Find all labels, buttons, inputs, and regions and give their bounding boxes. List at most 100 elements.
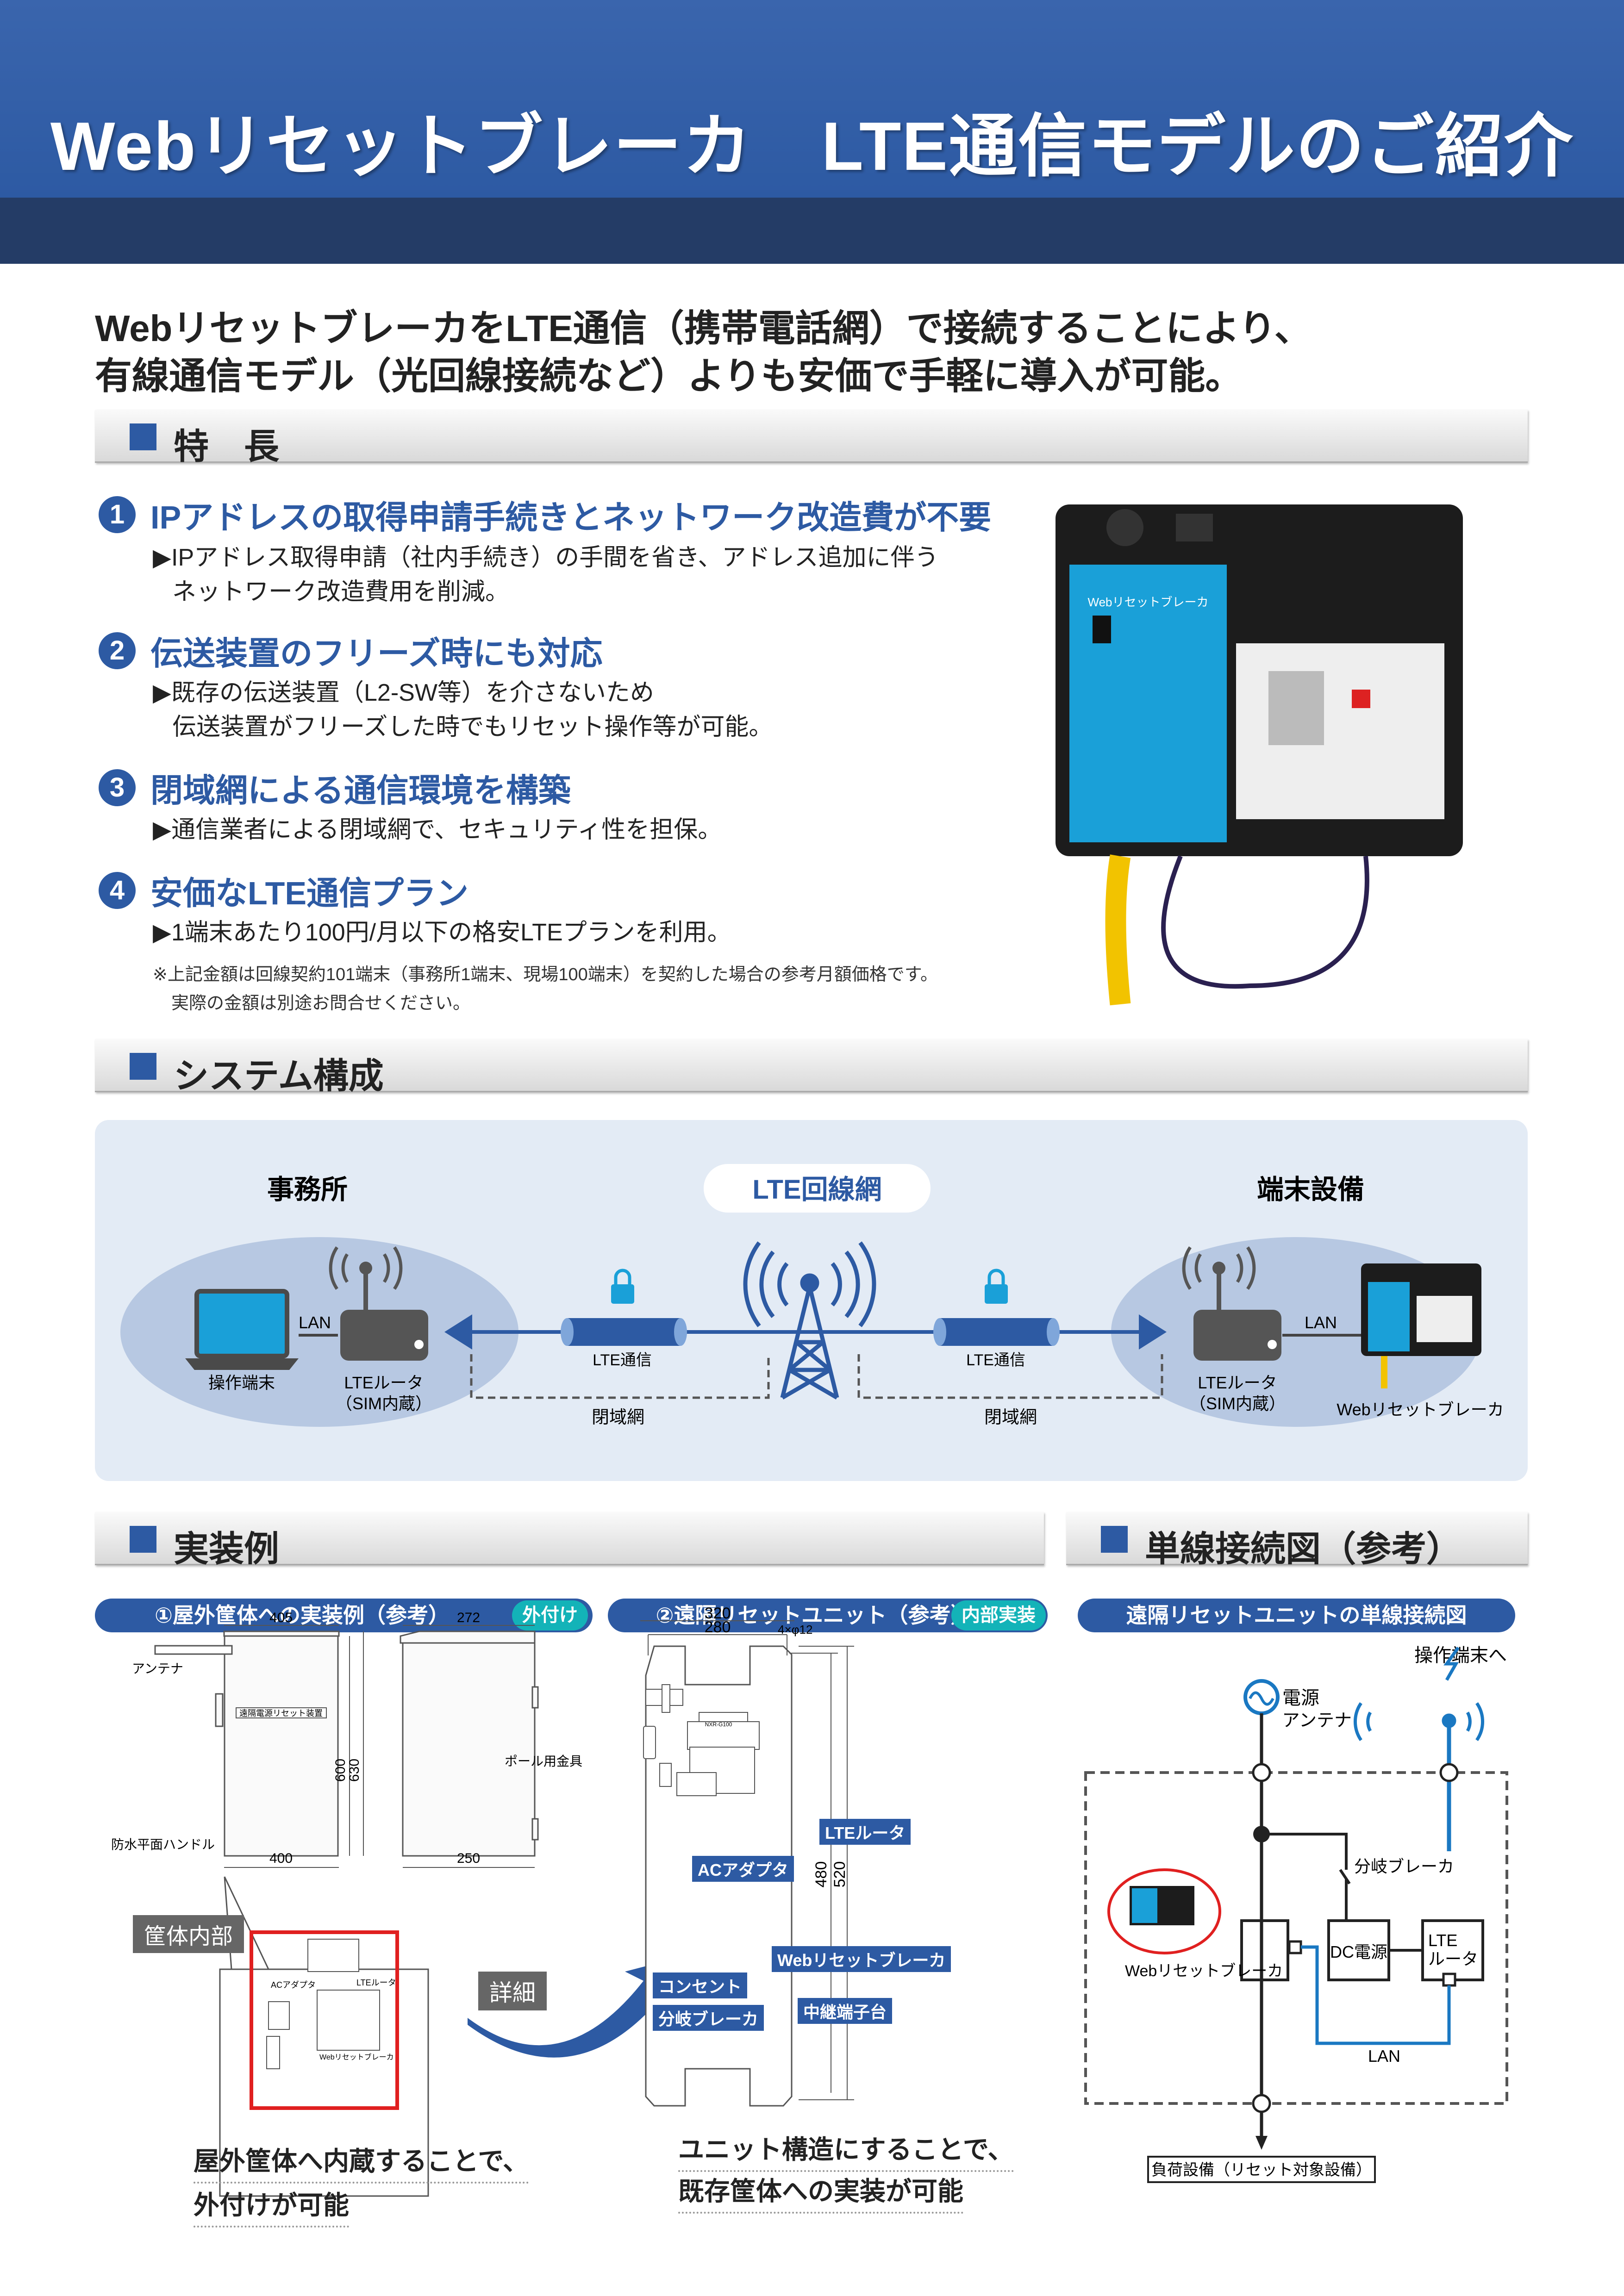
dim-630: 630 bbox=[347, 1759, 362, 1782]
lan-label: LAN bbox=[299, 1313, 331, 1332]
breaker-photo bbox=[1361, 1263, 1481, 1388]
antenna-label: アンテナ bbox=[132, 1661, 183, 1676]
section-system: システム構成 bbox=[95, 1039, 1528, 1096]
section-title: 実装例 bbox=[174, 1530, 279, 1569]
detail-label: 詳細 bbox=[478, 1972, 547, 2010]
closed-net-label: 閉域網 bbox=[592, 1408, 644, 1427]
router-label: LTEルータ bbox=[1198, 1373, 1277, 1392]
outlet-label: コンセント bbox=[653, 1972, 748, 1998]
antenna-label: アンテナ bbox=[1282, 1711, 1352, 1730]
plate-label: 遠隔電源リセット装置 bbox=[239, 1709, 323, 1718]
closed-net-label: 閉域網 bbox=[984, 1408, 1037, 1427]
network-label: LTE回線網 bbox=[752, 1175, 881, 1205]
section-title: システム構成 bbox=[174, 1057, 384, 1096]
lte-router-label: LTEルータ bbox=[819, 1819, 911, 1845]
lte-tube bbox=[561, 1318, 687, 1346]
section-wiring: 単線接続図（参考） bbox=[1066, 1512, 1528, 1569]
lock-icon bbox=[611, 1269, 634, 1304]
feature-number: 2 bbox=[99, 632, 136, 669]
router-icon bbox=[1182, 1246, 1281, 1361]
example1-caption: 外付けが可能 bbox=[194, 2184, 349, 2228]
router-label: ルータ bbox=[1428, 1949, 1478, 1968]
section-install: 実装例 bbox=[95, 1512, 1044, 1569]
feature-desc: ▶1端末あたり100円/月以下の格安LTEプランを利用。 bbox=[153, 919, 731, 946]
to-terminal-label: 操作端末へ bbox=[1414, 1645, 1507, 1666]
header-subband bbox=[0, 198, 1624, 264]
example2-title: ②遠隔リセットユニット（参考） bbox=[656, 1603, 972, 1627]
section-title: 単線接続図（参考） bbox=[1145, 1530, 1462, 1569]
cell-tower-icon bbox=[743, 1241, 876, 1400]
price-note: ※上記金額は回線契約101端末（事務所1端末、現場100端末）を契約した場合の参… bbox=[153, 965, 938, 984]
feature-desc: ▶既存の伝送装置（L2-SW等）を介さないため bbox=[153, 679, 654, 706]
example2-caption: ユニット構造にすることで、 bbox=[678, 2129, 1014, 2172]
feature-title: 安価なLTE通信プラン bbox=[150, 875, 469, 911]
dim-400: 400 bbox=[269, 1851, 293, 1866]
branch-breaker-label: 分岐ブレーカ bbox=[653, 2005, 764, 2031]
lte-comm-label: LTE通信 bbox=[593, 1351, 652, 1369]
lan-label: LAN bbox=[1305, 1313, 1337, 1332]
example1-caption: 屋外筐体へ内蔵することで、 bbox=[194, 2140, 529, 2184]
feature-desc: ▶IPアドレス取得申請（社内手続き）の手間を省き、アドレス追加に伴う bbox=[153, 544, 939, 571]
example2-header: ②遠隔リセットユニット（参考）内部実装 bbox=[608, 1599, 1048, 1632]
intro-line-2: 有線通信モデル（光回線接続など）よりも安価で手軽に導入が可能。 bbox=[95, 355, 1243, 397]
breaker-label: Webリセットブレーカ bbox=[1337, 1400, 1504, 1419]
intro-line-1: WebリセットブレーカをLTE通信（携帯電話網）で接続することにより、 bbox=[95, 308, 1312, 349]
office-label: 事務所 bbox=[267, 1175, 348, 1205]
dim-250: 250 bbox=[457, 1851, 480, 1866]
handle-label: 防水平面ハンドル bbox=[111, 1837, 215, 1852]
feature-desc: 伝送装置がフリーズした時でもリセット操作等が可能。 bbox=[172, 714, 773, 740]
example1-title: ①屋外筐体への実装例（参考） bbox=[155, 1603, 450, 1627]
laptop-icon bbox=[185, 1289, 299, 1370]
router-model: NXR-G100 bbox=[705, 1721, 732, 1728]
product-photo: Webリセットブレーカ bbox=[1056, 504, 1463, 1006]
wiring-header: 遠隔リセットユニットの単線接続図 bbox=[1078, 1599, 1515, 1632]
inner-adapter-label: ACアダプタ bbox=[271, 1980, 316, 1990]
lte-tube bbox=[933, 1318, 1060, 1346]
price-note: 実際の金額は別途お問合せください。 bbox=[171, 994, 471, 1013]
feature-desc: ネットワーク改造費用を削減。 bbox=[172, 579, 510, 605]
dim-480: 480 bbox=[812, 1861, 830, 1888]
feature-number: 1 bbox=[99, 496, 136, 533]
square-icon bbox=[1101, 1526, 1128, 1553]
terminal-block-label: 中継端子台 bbox=[798, 1998, 893, 2024]
section-features: 特 長 bbox=[95, 410, 1528, 467]
example2-caption: 既存筐体への実装が可能 bbox=[678, 2171, 963, 2214]
feature-title: IPアドレスの取得申請手続きとネットワーク改造費が不要 bbox=[150, 499, 992, 535]
ac-adapter-label: ACアダプタ bbox=[692, 1856, 794, 1882]
antenna-icon bbox=[1354, 1646, 1484, 1741]
square-icon bbox=[130, 1526, 156, 1553]
terminal-label: 操作端末 bbox=[208, 1373, 275, 1392]
inside-label: 筐体内部 bbox=[133, 1915, 244, 1953]
header-band bbox=[0, 0, 1624, 198]
power-label: 電源 bbox=[1282, 1688, 1319, 1708]
load-label: 負荷設備（リセット対象設備） bbox=[1151, 2161, 1372, 2179]
example1-tag: 外付け bbox=[512, 1600, 588, 1630]
router-sub-label: （SIM内蔵） bbox=[1189, 1394, 1286, 1413]
inner-router-label: LTEルータ bbox=[356, 1978, 396, 1987]
feature-number: 4 bbox=[99, 872, 136, 909]
dim-520: 520 bbox=[831, 1861, 849, 1888]
square-icon bbox=[130, 1053, 156, 1080]
ac-source-icon bbox=[1243, 1679, 1280, 1715]
site-label: 端末設備 bbox=[1257, 1175, 1364, 1205]
breaker-label: Webリセットブレーカ bbox=[1125, 1962, 1283, 1980]
lan-label: LAN bbox=[1368, 2047, 1400, 2066]
photo-label: Webリセットブレーカ bbox=[1088, 595, 1209, 609]
section-title: 特 長 bbox=[174, 427, 279, 467]
lock-icon bbox=[985, 1269, 1008, 1304]
square-icon bbox=[130, 423, 156, 450]
breaker-label: Webリセットブレーカ bbox=[772, 1946, 951, 1972]
breaker-callout bbox=[1107, 1868, 1221, 1954]
router-label: LTEルータ bbox=[344, 1373, 423, 1392]
feature-desc: ▶通信業者による閉域網で、セキュリティ性を担保。 bbox=[153, 816, 722, 843]
lte-label: LTE bbox=[1428, 1931, 1457, 1950]
feature-number: 3 bbox=[99, 769, 136, 806]
dim-600: 600 bbox=[333, 1759, 348, 1782]
feature-title: 閉域網による通信環境を構築 bbox=[150, 772, 571, 809]
feature-title: 伝送装置のフリーズ時にも対応 bbox=[150, 635, 603, 672]
router-icon bbox=[329, 1246, 428, 1361]
lte-comm-label: LTE通信 bbox=[966, 1351, 1025, 1369]
example1-header: ①屋外筐体への実装例（参考） 外付け bbox=[95, 1599, 593, 1632]
dc-power-label: DC電源 bbox=[1330, 1942, 1387, 1961]
page-title: Webリセットブレーカ LTE通信モデルのご紹介 bbox=[50, 108, 1574, 185]
